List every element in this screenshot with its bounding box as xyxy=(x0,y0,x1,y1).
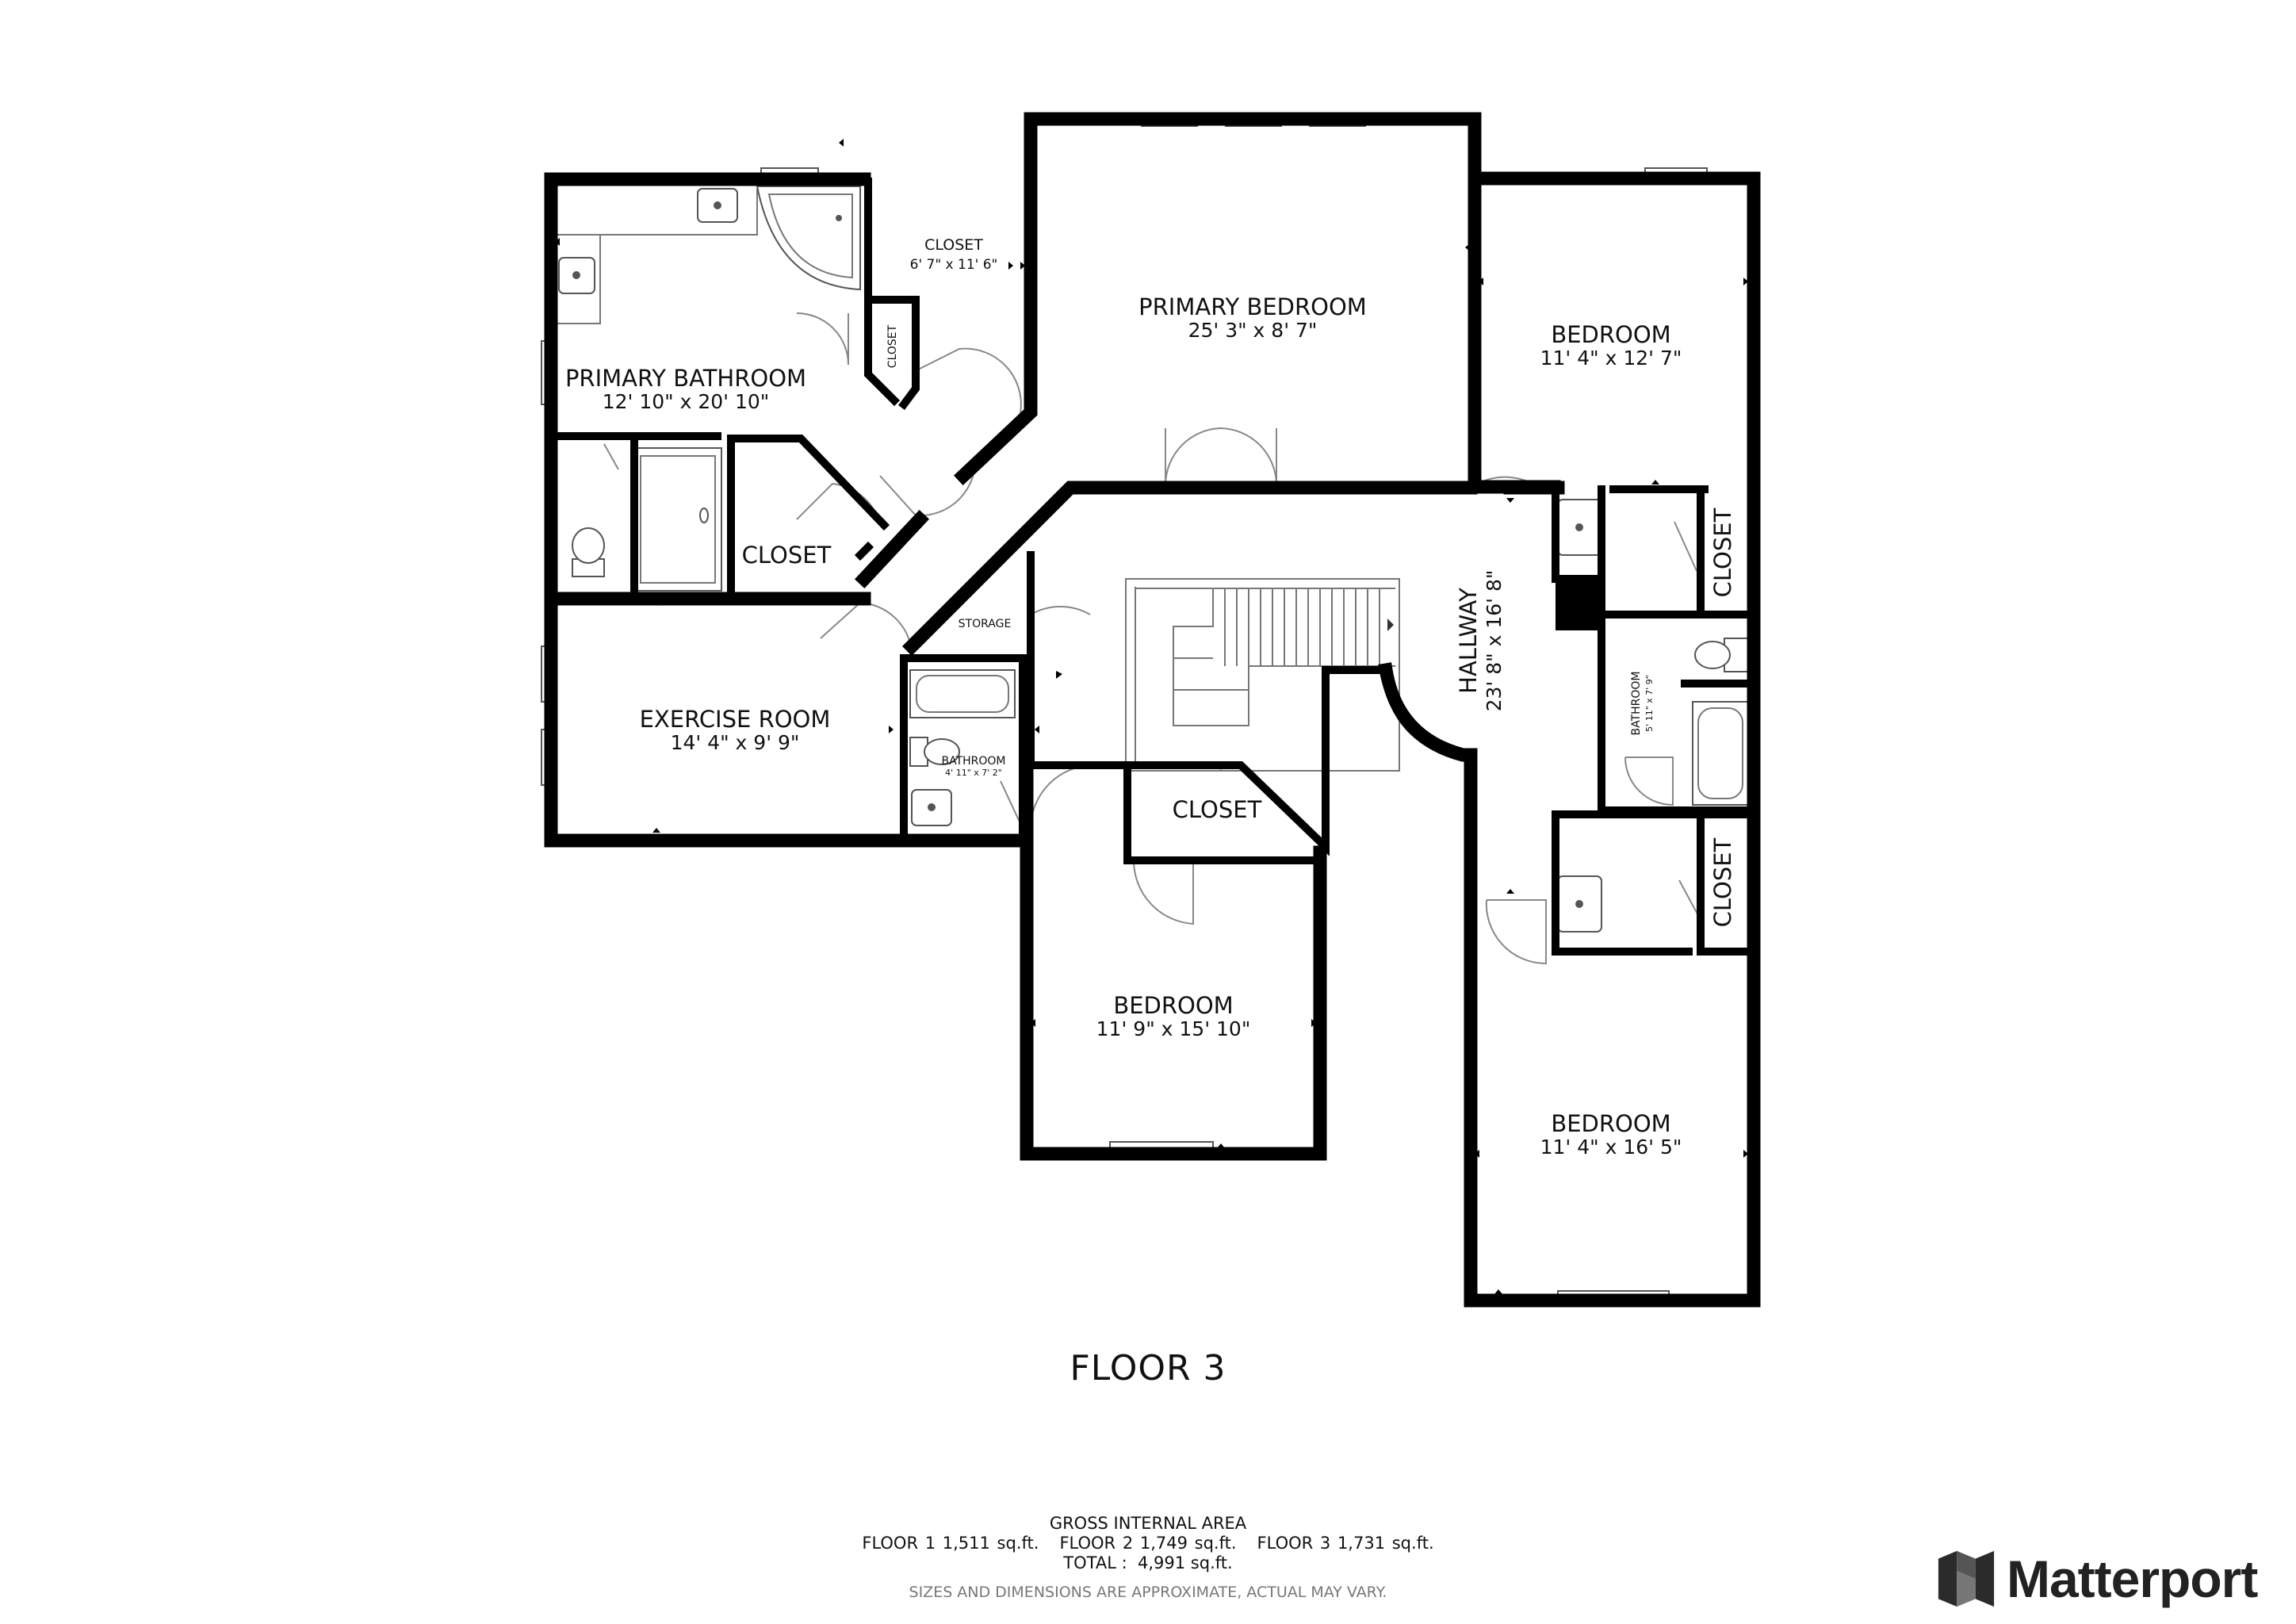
room-name: BEDROOM xyxy=(1551,1110,1670,1137)
room-name: CLOSET xyxy=(1709,837,1736,927)
room-primary-bedroom: PRIMARY BEDROOM 25' 3" x 8' 7" xyxy=(1138,293,1367,342)
floor-label: FLOOR 3 xyxy=(1070,1348,1226,1388)
room-bathroom-small: BATHROOM 4' 11" x 7' 2" xyxy=(941,755,1005,778)
toilet-icon xyxy=(572,527,605,577)
room-name: BATHROOM xyxy=(941,755,1005,768)
sink-icon xyxy=(911,789,952,826)
room-bedroom-center: BEDROOM 11' 9" x 15' 10" xyxy=(1096,992,1251,1040)
room-name: STORAGE xyxy=(959,618,1012,630)
room-name: HALLWAY xyxy=(1455,588,1482,694)
room-name: PRIMARY BATHROOM xyxy=(565,365,806,392)
room-exercise-room: EXERCISE ROOM 14' 4" x 9' 9" xyxy=(640,706,831,754)
bathtub-icon xyxy=(756,186,861,291)
room-closet-center: CLOSET xyxy=(1173,796,1262,823)
room-name: EXERCISE ROOM xyxy=(640,706,831,733)
gross-area-total: TOTAL : 4,991 sq.ft. xyxy=(1063,1553,1233,1572)
brand-name: Matterport xyxy=(2007,1549,2258,1608)
walls xyxy=(544,112,1761,1308)
room-primary-bathroom: PRIMARY BATHROOM 12' 10" x 20' 10" xyxy=(565,365,806,413)
sink-icon xyxy=(558,188,738,294)
room-name: CLOSET xyxy=(1173,796,1262,823)
toilet-icon xyxy=(1694,638,1749,672)
room-bathroom-right: BATHROOM 5' 11" x 7' 9" xyxy=(1630,671,1655,735)
room-dims: 25' 3" x 8' 7" xyxy=(1188,319,1318,342)
gross-area-title: GROSS INTERNAL AREA xyxy=(1049,1514,1247,1533)
toilet-icon xyxy=(909,737,960,767)
room-name: CLOSET xyxy=(742,542,832,569)
bathtub-icon xyxy=(909,669,1016,718)
room-dims: 4' 11" x 7' 2" xyxy=(945,768,1002,778)
room-dims: 12' 10" x 20' 10" xyxy=(603,390,770,413)
room-hallway: HALLWAY 23' 8" x 16' 8" xyxy=(1455,570,1506,712)
vanity-counter xyxy=(557,189,758,324)
room-dims: 23' 8" x 16' 8" xyxy=(1483,570,1506,712)
room-dims: 11' 9" x 15' 10" xyxy=(1096,1017,1251,1040)
room-dims: 5' 11" x 7' 9" xyxy=(1644,675,1655,732)
bathtub-icon xyxy=(1692,701,1749,806)
room-storage: STORAGE xyxy=(959,618,1012,630)
room-dims: 11' 4" x 16' 5" xyxy=(1540,1136,1682,1159)
disclaimer-note: SIZES AND DIMENSIONS ARE APPROXIMATE, AC… xyxy=(909,1584,1387,1601)
shower-icon xyxy=(633,447,722,592)
room-dims: 14' 4" x 9' 9" xyxy=(671,731,800,754)
room-name: BEDROOM xyxy=(1113,992,1233,1019)
room-name: CLOSET xyxy=(886,324,899,368)
dimension-markers xyxy=(555,139,1748,1294)
room-bedroom-se: BEDROOM 11' 4" x 16' 5" xyxy=(1540,1110,1682,1159)
room-name: CLOSET xyxy=(1709,508,1736,597)
room-name: BEDROOM xyxy=(1551,321,1670,348)
room-closet-upper: CLOSET 6' 7" x 11' 6" xyxy=(910,236,998,273)
room-closet-tiny: CLOSET xyxy=(886,324,899,368)
room-dims: 11' 4" x 12' 7" xyxy=(1540,347,1682,370)
room-bedroom-ne: BEDROOM 11' 4" x 12' 7" xyxy=(1540,321,1682,370)
room-name: BATHROOM xyxy=(1630,671,1643,735)
room-name: CLOSET xyxy=(924,236,983,254)
stairs-icon xyxy=(1125,578,1400,772)
matterport-logo-icon xyxy=(1938,1550,1995,1607)
room-closet-right-lower: CLOSET xyxy=(1709,837,1736,927)
room-dims: 6' 7" x 11' 6" xyxy=(910,257,998,273)
gross-area-floors: FLOOR 1 1,511 sq.ft. FLOOR 2 1,749 sq.ft… xyxy=(862,1534,1434,1553)
room-closet-right-upper: CLOSET xyxy=(1709,508,1736,597)
room-name: PRIMARY BEDROOM xyxy=(1138,293,1367,320)
sink-icon xyxy=(1557,499,1602,933)
brand-logo: Matterport xyxy=(1935,1545,2258,1613)
room-closet-bath: CLOSET xyxy=(742,542,832,569)
